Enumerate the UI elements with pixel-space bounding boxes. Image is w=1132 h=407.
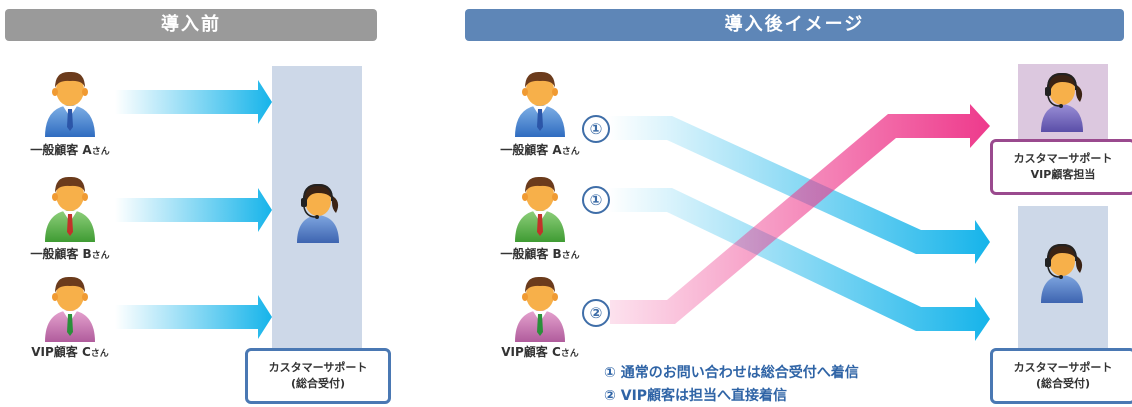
vip-support-box: カスタマーサポート VIP顧客担当	[990, 139, 1132, 195]
arrow-b-before	[115, 188, 272, 232]
support-title: カスタマーサポート	[268, 361, 368, 374]
customer-a-label: 一般顧客 Aさん	[30, 143, 110, 157]
arrow-c-before	[115, 295, 272, 339]
vip-support-title: カスタマーサポート	[1013, 152, 1113, 165]
support-subtitle: (総合受付)	[290, 377, 346, 390]
note-1: ① 通常のお問い合わせは総合受付へ着信	[604, 365, 859, 381]
arrow-b-after	[608, 188, 990, 341]
customer-a-label-after: 一般顧客 Aさん	[500, 143, 580, 157]
note-2: ② VIP顧客は担当へ直接着信	[604, 388, 788, 404]
customer-c-label: VIP顧客 Cさん	[31, 345, 109, 359]
support-box-before: カスタマーサポート (総合受付)	[245, 348, 391, 404]
customer-c-icon-after	[515, 276, 565, 342]
arrow-c-after	[610, 104, 990, 324]
arrow-a-before	[115, 80, 272, 124]
customer-b-label: 一般顧客 Bさん	[30, 247, 110, 261]
customer-b-icon	[45, 176, 95, 242]
customer-b-icon-after	[515, 176, 565, 242]
general-support-box: カスタマーサポート (総合受付)	[990, 348, 1132, 404]
general-support-subtitle: (総合受付)	[1035, 377, 1091, 390]
customer-c-label-after: VIP顧客 Cさん	[501, 345, 579, 359]
customer-a-icon-after	[515, 71, 565, 137]
marker-b: ①	[582, 186, 610, 214]
customer-a-icon	[45, 71, 95, 137]
marker-c: ②	[582, 299, 610, 327]
header-after: 導入後イメージ	[465, 9, 1124, 41]
customer-b-label-after: 一般顧客 Bさん	[500, 247, 580, 261]
marker-a: ①	[582, 115, 610, 143]
general-support-title: カスタマーサポート	[1013, 361, 1113, 374]
header-before: 導入前	[5, 9, 377, 41]
vip-support-subtitle: VIP顧客担当	[1030, 168, 1096, 181]
customer-c-icon	[45, 276, 95, 342]
